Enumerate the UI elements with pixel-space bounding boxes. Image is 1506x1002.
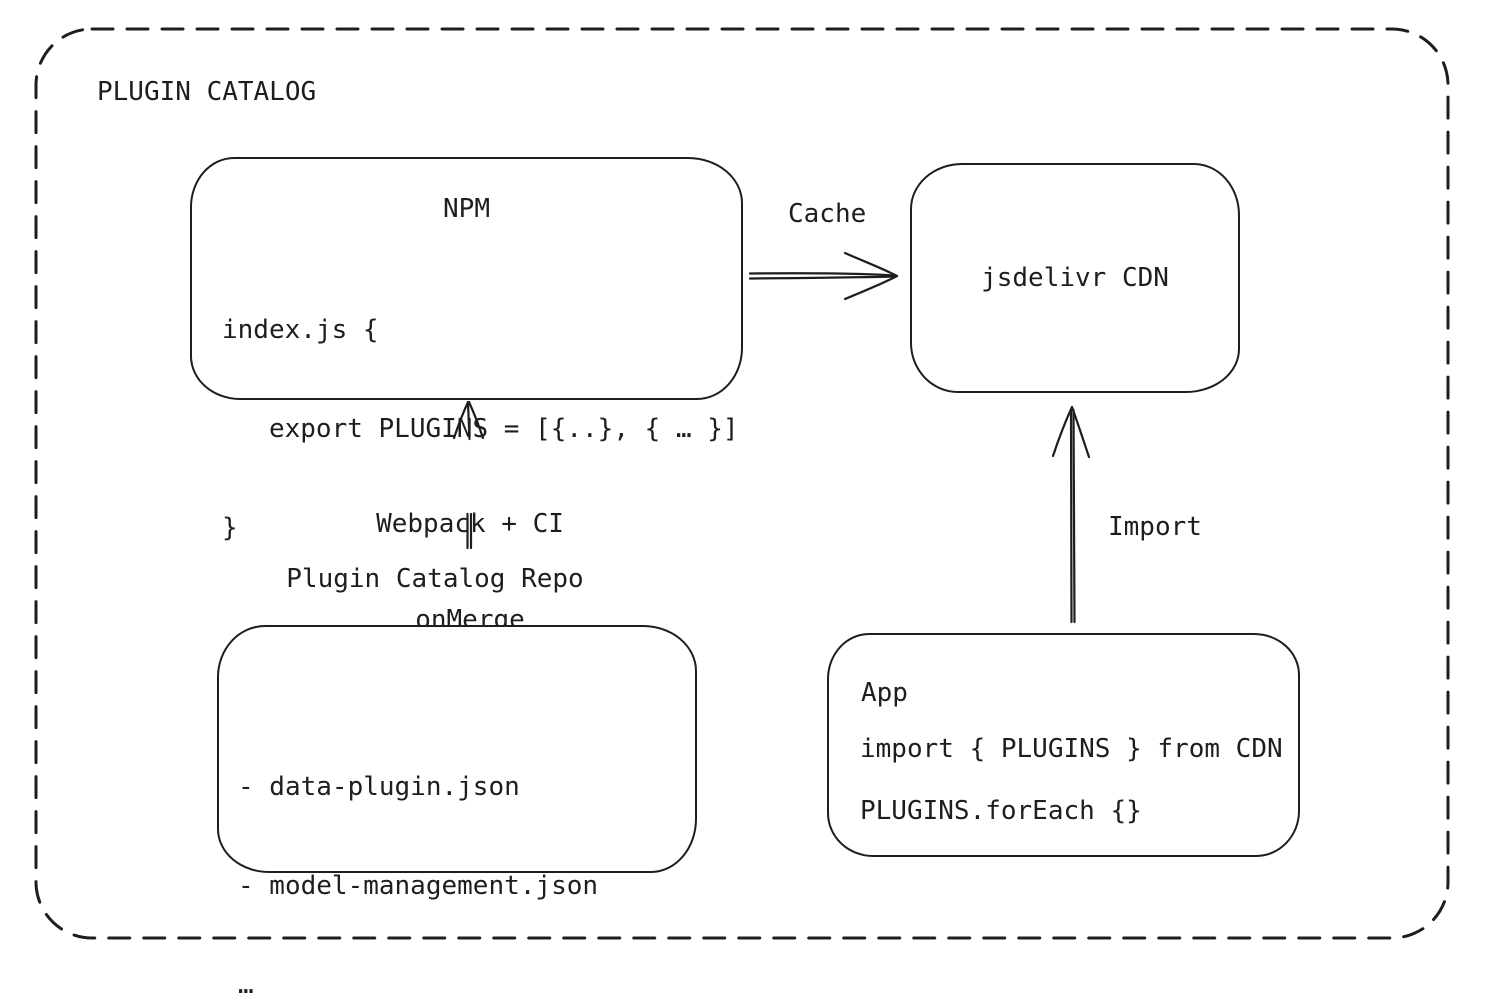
repo-file-list: - data-plugin.json - model-management.js…	[238, 705, 598, 1002]
app-code-line-foreach: PLUGINS.forEach {}	[860, 796, 1142, 826]
cache-edge-label: Cache	[788, 199, 867, 229]
build-edge-label-line1: Webpack + CI	[376, 509, 564, 539]
repo-file: - model-management.json	[238, 871, 599, 901]
repo-label: Plugin Catalog Repo	[286, 564, 584, 594]
code-line: export PLUGINS = [{..}, { … }]	[222, 414, 739, 444]
app-code-line-import: import { PLUGINS } from CDN	[860, 734, 1283, 764]
npm-code: index.js { export PLUGINS = [{..}, { … }…	[222, 248, 739, 611]
cache-arrow	[748, 251, 899, 301]
node-app	[827, 633, 1300, 857]
import-edge-label: Import	[1108, 512, 1202, 542]
node-cdn: jsdelivr CDN	[910, 163, 1240, 393]
code-line: index.js {	[222, 315, 379, 345]
build-arrow	[452, 400, 485, 550]
npm-title: NPM	[443, 194, 490, 224]
app-title: App	[861, 678, 908, 708]
code-line: }	[222, 513, 238, 543]
repo-file: …	[238, 970, 254, 1000]
node-repo	[217, 625, 697, 873]
node-npm: NPM	[190, 157, 743, 400]
diagram-title: PLUGIN CATALOG	[97, 77, 317, 107]
import-arrow	[1051, 405, 1091, 624]
repo-file: - data-plugin.json	[238, 772, 520, 802]
catalog-frame	[34, 27, 1450, 940]
cdn-label: jsdelivr CDN	[981, 263, 1169, 293]
